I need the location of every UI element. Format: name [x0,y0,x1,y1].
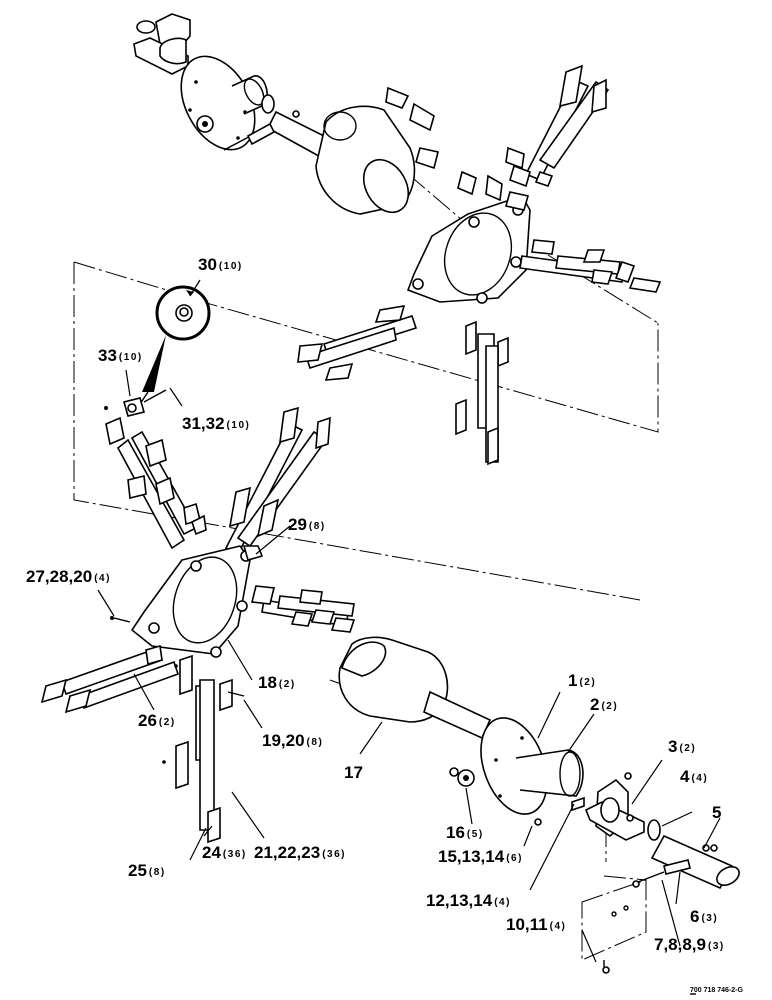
callout-17: 17 [344,763,363,782]
callout-24: 24(36) [202,843,247,862]
callout-15-13-14: 15,13,14(6) [438,847,523,866]
top-bearing-bracket [133,13,191,75]
top-washer [261,94,275,114]
callout-12-13-14: 12,13,14(4) [426,891,511,910]
lower-arms-right [251,585,356,633]
callout-1: 1(2) [568,671,596,690]
end-washer [647,819,661,841]
lower-rotor-assembly [40,389,740,974]
top-arms [297,64,662,466]
callout-5: 5 [712,803,721,822]
lower-arms-left [105,416,207,550]
callout-31-32: 31,32(10) [182,414,250,433]
end-flange-disc [480,717,584,815]
top-flange-disc [180,55,269,151]
callout-10-11: 10,11(4) [506,915,566,934]
bushing-group [104,389,167,417]
flange-nut [534,818,542,826]
callout-labels: 30(10) 33(10) 31,32(10) 29(8) 27,28,20(4… [26,255,725,954]
lower-drum [338,636,449,723]
spacer-nut [449,767,475,787]
callout-33: 33(10) [98,346,143,365]
callout-6: 6(3) [690,907,718,926]
mounting-plate [581,875,647,974]
callout-30: 30(10) [198,255,243,274]
leader-lines [97,279,721,963]
callout-29: 29(8) [288,515,326,534]
callout-16: 16(5) [446,823,484,842]
detail-circle [139,285,211,405]
lower-arms-upper [224,406,331,556]
callout-3: 3(2) [668,737,696,756]
lower-arms-bottom-left [40,616,180,714]
callout-26: 26(2) [138,711,176,730]
callout-4: 4(4) [680,767,708,786]
callout-7-8-8-9: 7,8,8,9(3) [654,935,725,954]
end-shaft [650,834,740,890]
callout-21-22-23: 21,22,23(36) [254,843,346,862]
drawing-number: 700 718 746-2-G [690,987,743,994]
callout-27-28-20: 27,28,20(4) [26,567,111,586]
lower-arms-down [162,654,245,844]
end-bearing-bracket [584,772,645,841]
top-drum [315,105,416,215]
top-bolt [223,122,276,151]
callout-19-20: 19,20(8) [262,731,323,750]
top-rotor-assembly [133,13,662,466]
lower-hub [130,545,264,658]
callout-2: 2(2) [590,695,618,714]
top-hub [406,195,531,304]
bolt-set [632,859,691,888]
callout-18: 18(2) [258,673,296,692]
callout-25: 25(8) [128,861,166,880]
